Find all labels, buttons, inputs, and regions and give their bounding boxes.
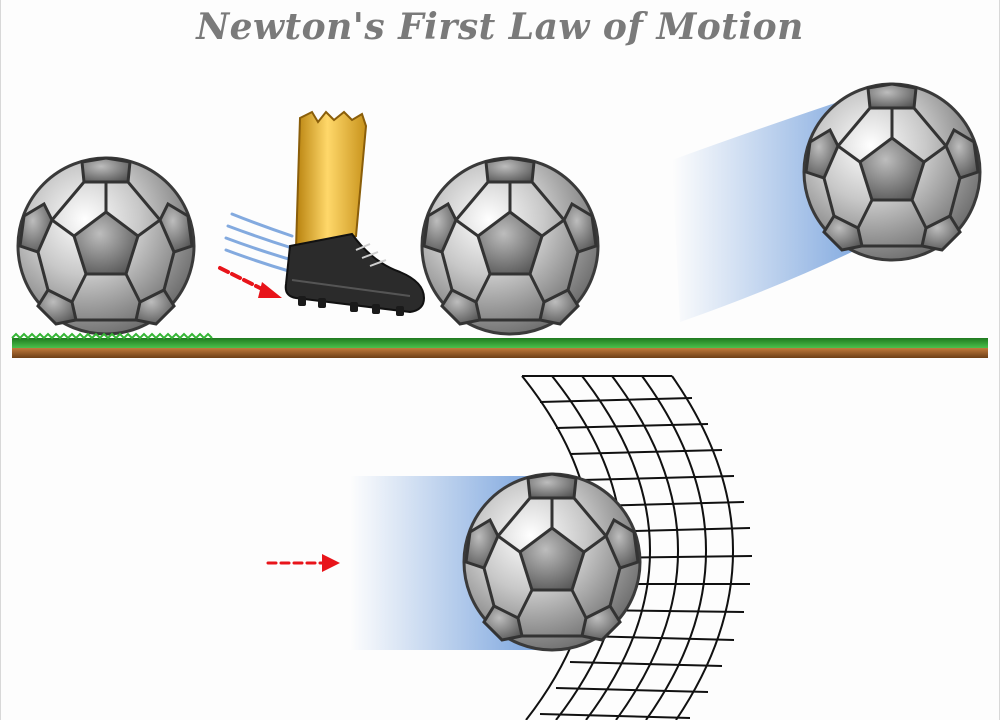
kick-force-arrow bbox=[218, 266, 282, 298]
kick-motion-lines bbox=[224, 212, 294, 274]
ground bbox=[11, 332, 988, 358]
ball-hitting-net bbox=[462, 472, 642, 652]
player-sock bbox=[294, 110, 368, 250]
ball-being-kicked bbox=[420, 156, 600, 336]
ball-in-flight bbox=[802, 82, 982, 262]
ball-at-rest bbox=[16, 156, 196, 336]
ball-direction-arrow bbox=[266, 554, 340, 572]
football-boot bbox=[284, 232, 426, 316]
diagram-title: Newton's First Law of Motion bbox=[196, 6, 804, 48]
